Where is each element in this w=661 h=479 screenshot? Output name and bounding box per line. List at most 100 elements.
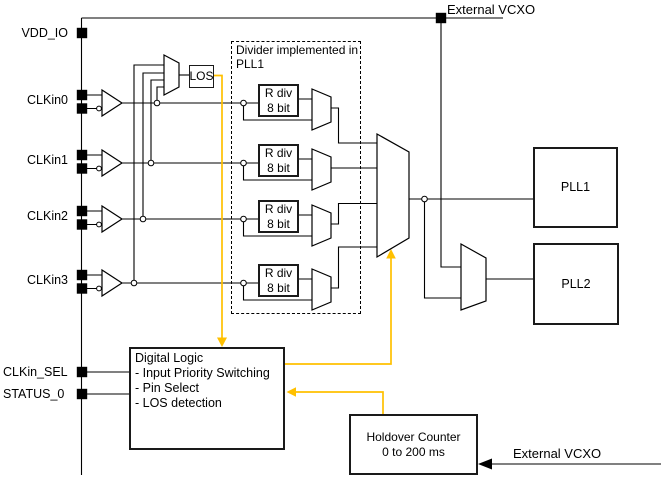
external-vcxo-top-label: External VCXO: [447, 2, 536, 17]
clkin1-div-wires: [242, 158, 312, 181]
clkin3-buffer: [101, 268, 124, 298]
divider-region-box: Divider implemented in PLL1: [231, 41, 361, 314]
rdiv3-tap-node: [240, 279, 247, 287]
clkin0-label: CLKin0: [27, 93, 68, 107]
status0-label: STATUS_0: [3, 387, 65, 401]
clkin2-buffer: [101, 204, 124, 234]
logic-to-mux-select-wire: [284, 258, 392, 365]
clock-select-mux: [376, 132, 410, 259]
clkin0-buffer: [101, 88, 124, 118]
rdiv1-tap-node: [240, 159, 247, 167]
clkin3-mux-out: [331, 246, 377, 289]
clkin1-buffer: [101, 148, 124, 178]
clkin1-pos-pin: [76, 149, 88, 161]
clkin2-neg-pin: [76, 219, 88, 230]
los-block: LOS: [189, 65, 214, 88]
clkin2-tap-node: [139, 215, 147, 223]
vdd-io-pin: [76, 27, 88, 39]
digital-logic-item-los: - LOS detection: [135, 396, 222, 410]
external-vcxo-bottom-label: External VCXO: [513, 446, 602, 461]
clkin2-mux-out: [331, 202, 377, 225]
vdd-io-label: VDD_IO: [21, 26, 68, 40]
status0-pin: [76, 388, 88, 400]
control-pin-wires: [87, 371, 129, 395]
rdiv3-block: R div 8 bit: [258, 264, 299, 297]
digital-logic-title: Digital Logic: [135, 351, 204, 365]
clkin0-neg-pin: [76, 103, 88, 114]
clkin0-mux-out: [331, 107, 377, 144]
clkin2-div-wires: [242, 214, 312, 237]
los-input-mux: [163, 54, 180, 96]
clkin-sel-pin: [76, 366, 88, 378]
divider-region-title: Divider implemented in PLL1: [236, 43, 359, 71]
los-label: LOS: [189, 69, 214, 83]
pll2-source-mux: [460, 242, 487, 311]
pll2-block: PLL2: [533, 243, 619, 325]
rdiv3-line1: R div: [264, 266, 293, 280]
divider-region-title-line2: PLL1: [236, 56, 265, 71]
clkin3-tap-node: [130, 279, 138, 287]
clkin1-wires: [87, 154, 258, 170]
rdiv2-bypass-mux: [311, 204, 332, 247]
holdover-to-logic-arrowhead: [286, 387, 296, 397]
holdover-line1: Holdover Counter: [366, 429, 461, 444]
rdiv3-line2: 8 bit: [267, 280, 290, 295]
clkin2-invert-bubble: [96, 221, 102, 228]
clkin0-div-wires: [242, 98, 312, 121]
divider-region-title-line1: Divider implemented in: [236, 43, 359, 57]
clkin0-tap-node: [153, 99, 161, 107]
pll1-feed-node: [421, 195, 428, 203]
clkin2-pos-pin: [76, 205, 88, 217]
bottom-vcxo-arrowhead: [478, 458, 492, 470]
rdiv0-line2: 8 bit: [267, 100, 290, 115]
clkin1-label: CLKin1: [27, 153, 68, 167]
clkin3-neg-pin: [76, 283, 88, 294]
rdiv1-line1: R div: [264, 146, 293, 160]
clkin3-invert-bubble: [96, 285, 102, 292]
clkin3-los-riser: [133, 64, 164, 283]
holdover-line2: 0 to 200 ms: [382, 444, 445, 459]
rdiv2-line2: 8 bit: [267, 216, 290, 231]
holdover-counter-block: Holdover Counter 0 to 200 ms: [349, 414, 478, 475]
clkin1-tap-node: [147, 159, 155, 167]
rdiv1-line2: 8 bit: [267, 160, 290, 175]
clkin0-invert-bubble: [96, 105, 102, 112]
pll2-label: PLL2: [561, 276, 591, 291]
clkin3-label: CLKin3: [27, 273, 68, 287]
clkin1-los-riser: [150, 79, 164, 163]
clkin3-div-wires: [242, 278, 312, 301]
los-to-logic-arrowhead: [217, 337, 227, 347]
digital-logic-block: Digital Logic - Input Priority Switching…: [129, 347, 285, 450]
clkin2-label: CLKin2: [27, 209, 68, 223]
mux-select-arrowhead: [386, 249, 396, 259]
clkin2-los-riser: [142, 72, 164, 219]
clkin3-wires: [87, 274, 258, 290]
vcxo-riser-wire: [440, 18, 461, 268]
clkin-sel-label: CLKin_SEL: [3, 365, 68, 379]
pll1-label: PLL1: [560, 180, 591, 194]
clkin3-pos-pin: [76, 269, 88, 281]
holdover-to-logic-wire: [296, 391, 384, 414]
los-to-logic-wire: [213, 74, 223, 338]
clkin0-pos-pin: [76, 89, 88, 101]
rdiv2-line1: R div: [264, 202, 293, 216]
rdiv0-tap-node: [240, 99, 247, 107]
digital-logic-item-priority: - Input Priority Switching: [135, 366, 270, 380]
rdiv3-bypass-mux: [311, 268, 332, 311]
clkin0-los-riser: [156, 86, 164, 103]
rdiv0-bypass-mux: [311, 88, 332, 131]
rdiv0-block: R div 8 bit: [258, 84, 299, 117]
external-vcxo-pin: [435, 12, 447, 24]
digital-logic-item-pinselect: - Pin Select: [135, 381, 199, 395]
clkin0-wires: [87, 94, 258, 110]
rdiv1-bypass-mux: [311, 148, 332, 191]
clkin1-neg-pin: [76, 163, 88, 174]
pll1-block: PLL1: [533, 147, 618, 228]
rdiv2-block: R div 8 bit: [258, 200, 299, 233]
clkin1-invert-bubble: [96, 165, 102, 172]
pll1-feed-drop-wire: [423, 199, 461, 299]
rdiv2-tap-node: [240, 215, 247, 223]
rdiv1-block: R div 8 bit: [258, 144, 299, 177]
